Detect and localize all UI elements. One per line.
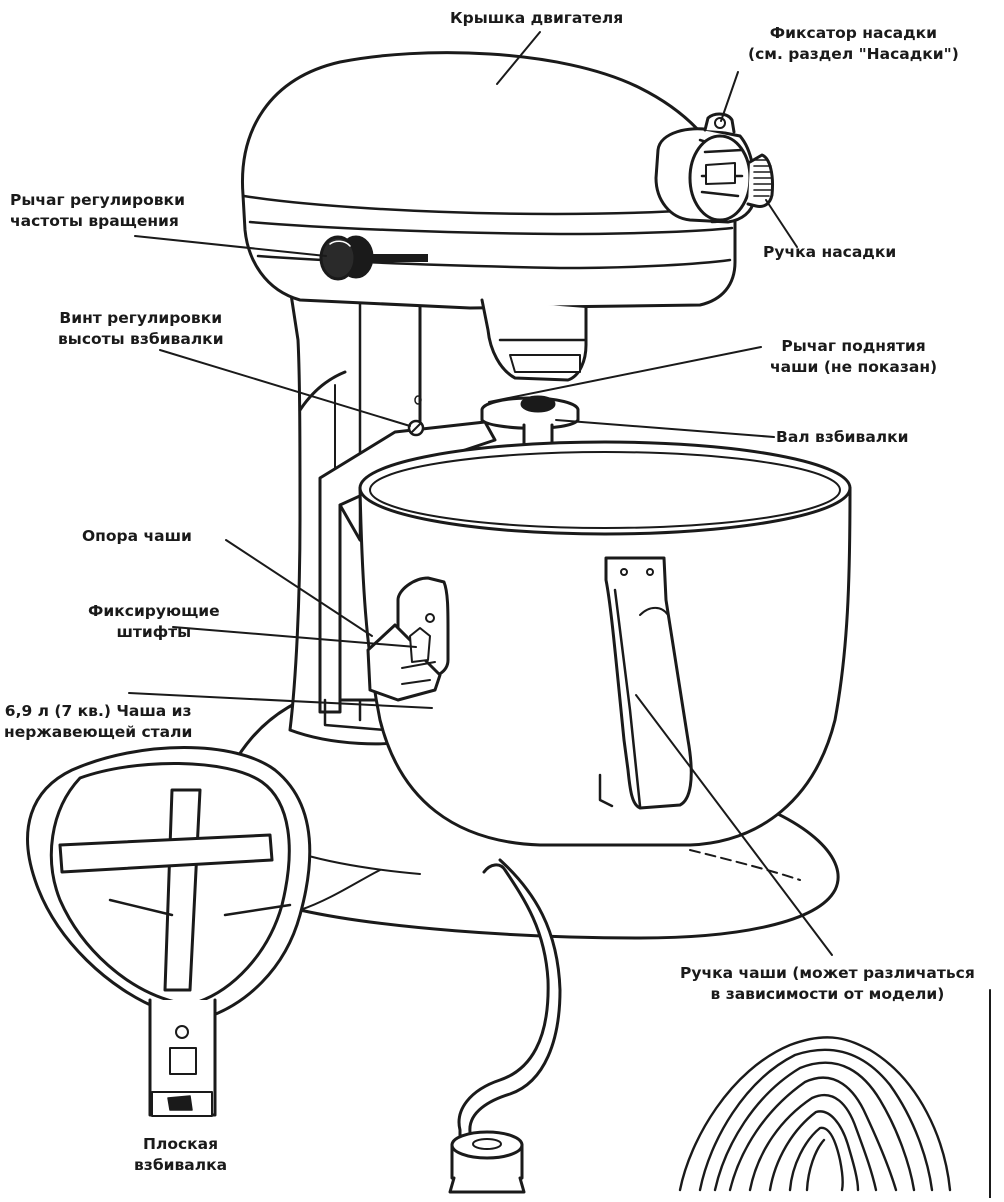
leader-locating-pins xyxy=(172,626,417,648)
label-beater-shaft: Вал взбивалки xyxy=(776,428,909,446)
leader-lines xyxy=(128,31,833,956)
mixer-head xyxy=(240,51,774,310)
label-speed-lever: Рычаг регулировки частоты вращения xyxy=(10,191,185,230)
planetary-shaft xyxy=(480,298,588,456)
label-locating-pins: Фиксирующие штифты xyxy=(88,602,220,641)
leader-attachment-lock xyxy=(720,71,739,122)
leader-speed-lever xyxy=(134,235,327,257)
leader-beater-shaft xyxy=(555,419,775,438)
label-bowl-lift: Рычаг поднятия чаши (не показан) xyxy=(770,337,938,376)
label-bowl-handle: Ручка чаши (может различаться в зависимо… xyxy=(680,964,975,1003)
wire-whip xyxy=(678,1036,952,1192)
label-motor-cover: Крышка двигателя xyxy=(450,9,624,27)
label-height-screw: Винт регулировки высоты взбивалки xyxy=(58,309,224,348)
height-screw xyxy=(407,395,425,437)
leader-attachment-knob xyxy=(765,199,798,248)
leader-bowl-handle xyxy=(635,694,833,956)
label-attachment-lock: Фиксатор насадки (см. раздел "Насадки") xyxy=(748,24,959,63)
leader-motor-cover xyxy=(496,31,541,85)
mixing-bowl xyxy=(358,440,852,847)
leader-bowl xyxy=(128,692,433,709)
label-flat-beater: Плоская взбивалка xyxy=(134,1135,228,1174)
label-bowl-support: Опора чаши xyxy=(82,527,192,545)
leader-height-screw xyxy=(159,349,411,427)
leader-bowl-lift xyxy=(488,346,762,403)
speed-knob xyxy=(319,235,374,281)
flat-beater xyxy=(26,746,312,1117)
label-attachment-knob: Ручка насадки xyxy=(763,243,897,261)
leader-bowl-support xyxy=(225,539,373,637)
dough-hook xyxy=(448,858,562,1194)
label-bowl: 6,9 л (7 кв.) Чаша из нержавеющей стали xyxy=(4,702,193,741)
